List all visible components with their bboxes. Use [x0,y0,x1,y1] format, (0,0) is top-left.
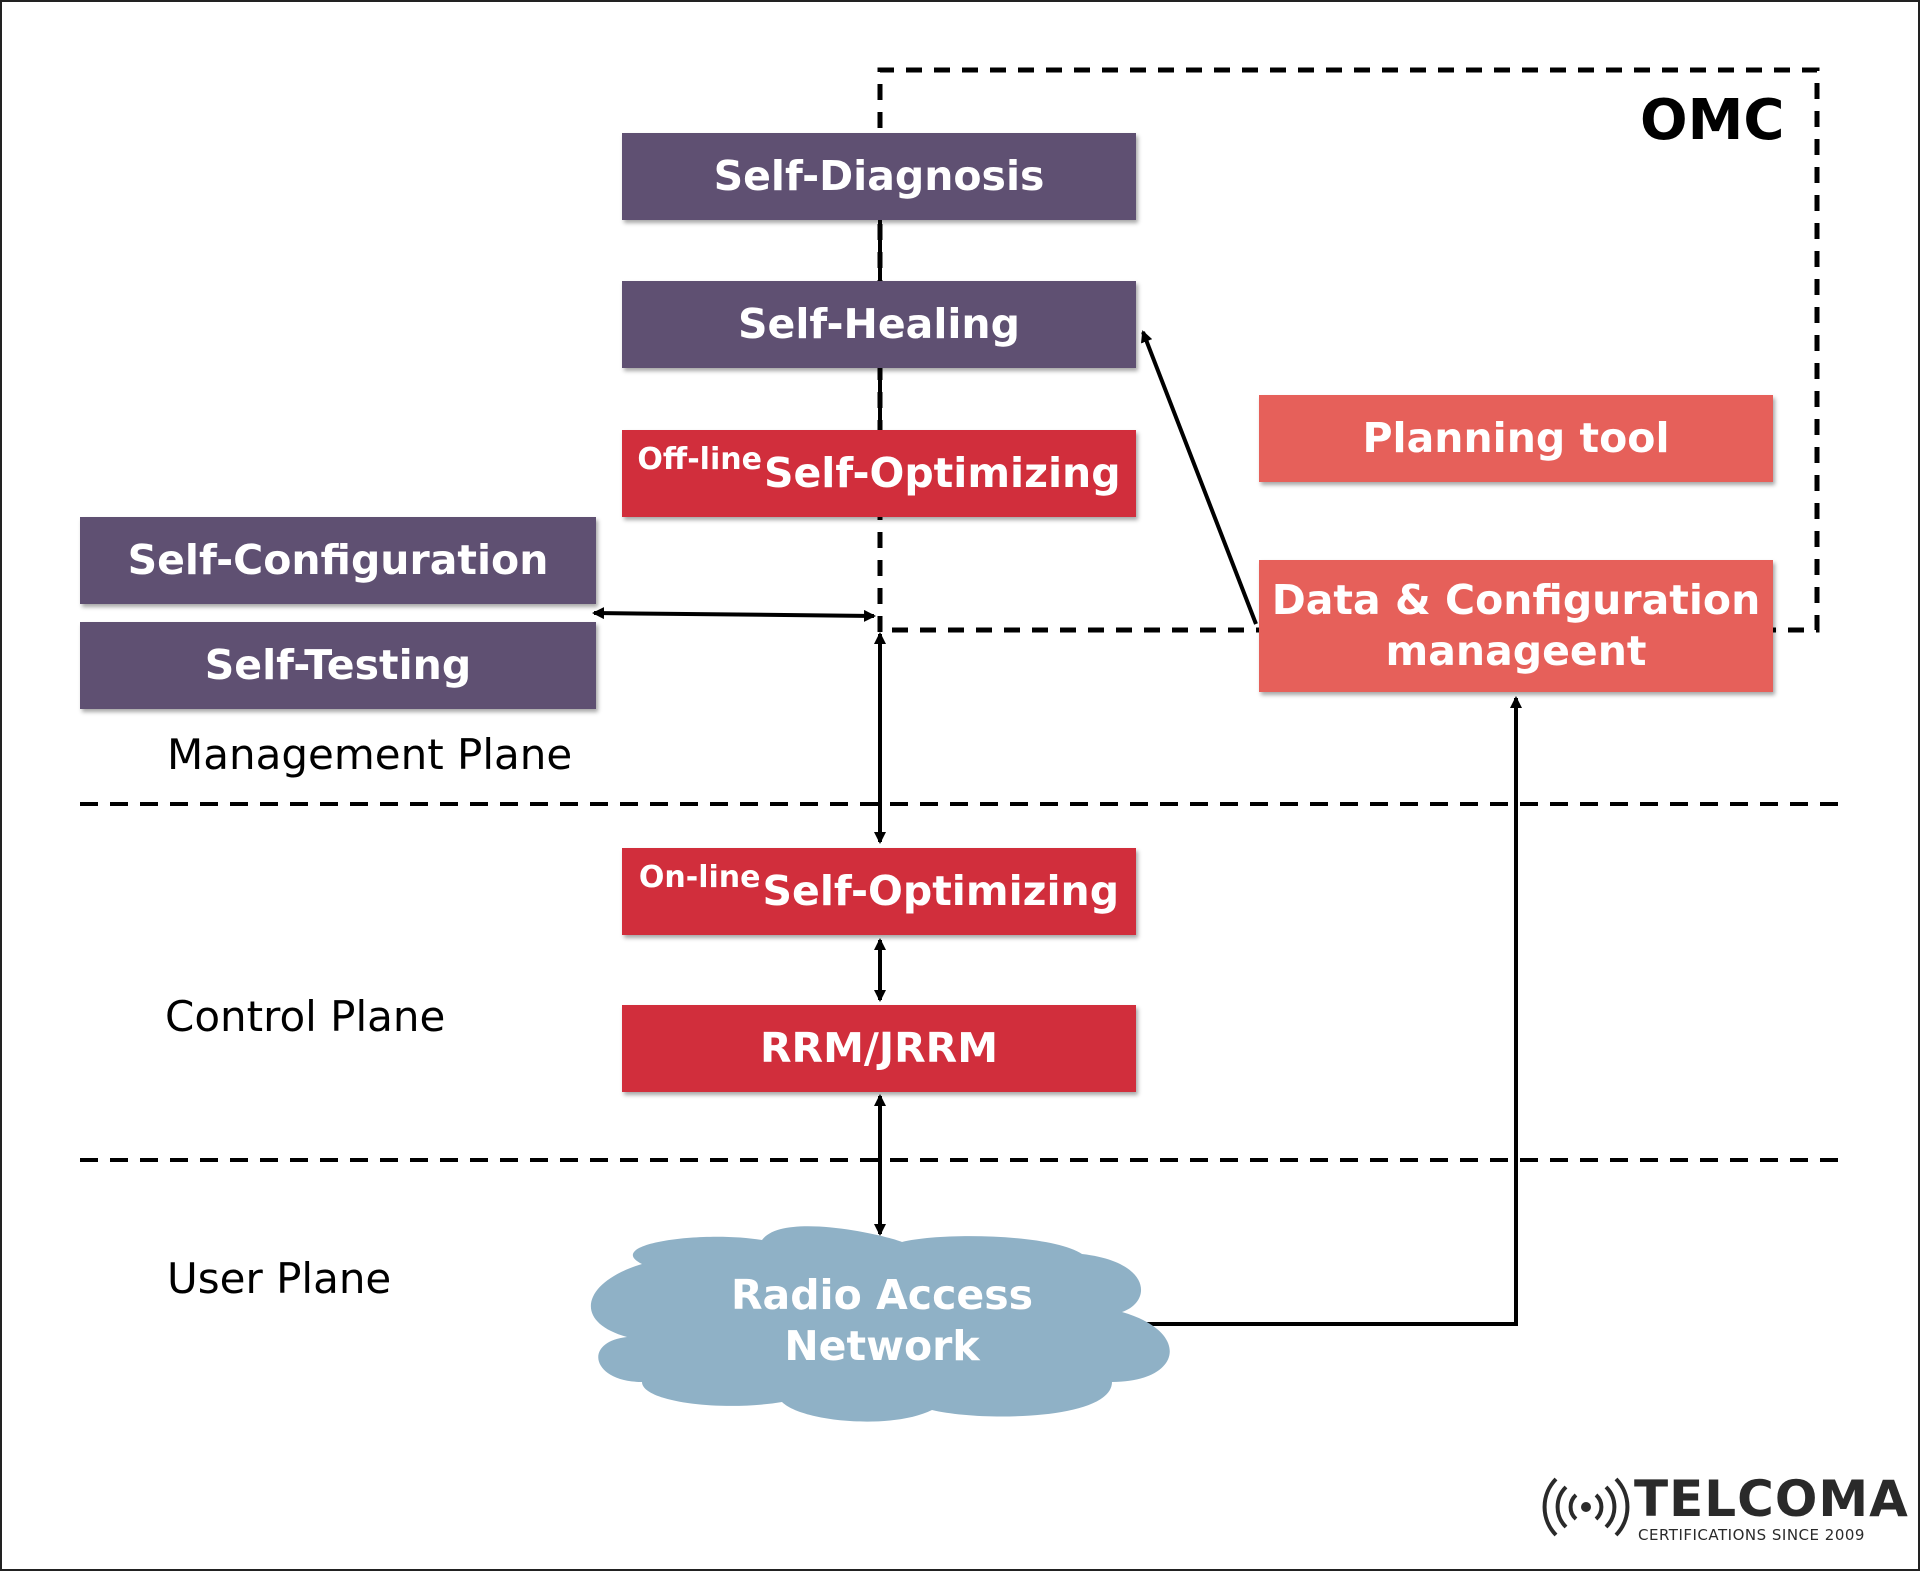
planning-tool-box[interactable]: Planning tool [1259,395,1773,482]
omc-label: OMC [1640,88,1785,153]
radio-access-network-label: Radio Access Network [682,1270,1082,1373]
self-testing-box[interactable]: Self-Testing [80,622,596,709]
ran-line2: Network [784,1322,980,1371]
self-diagnosis-label: Self-Diagnosis [713,151,1045,200]
online-self-optimizing-label: Self-Optimizing [762,866,1120,915]
management-plane-label: Management Plane [167,730,573,779]
self-configuration-label: Self-Configuration [127,535,549,584]
user-plane-label: User Plane [167,1254,392,1303]
data-config-line2: manageent [1385,627,1647,675]
online-prefix: On-line [638,859,761,895]
dcm-to-healing-arrow [1141,330,1258,625]
ran-line1: Radio Access [730,1271,1034,1319]
logo-tagline: CERTIFICATIONS SINCE 2009 [1638,1526,1865,1544]
self-diagnosis-box[interactable]: Self-Diagnosis [622,133,1136,220]
self-testing-label: Self-Testing [204,640,472,689]
offline-self-optimizing-label: Self-Optimizing [763,448,1121,497]
rrm-jrrm-label: RRM/JRRM [759,1023,999,1072]
self-healing-label: Self-Healing [738,299,1020,348]
signal-icon [1542,1477,1630,1537]
control-plane-label: Control Plane [165,992,446,1041]
data-config-line1: Data & Configuration [1271,575,1761,624]
rrm-jrrm-box[interactable]: RRM/JRRM [622,1005,1136,1092]
self-healing-box[interactable]: Self-Healing [622,281,1136,368]
data-configuration-management-box[interactable]: Data & Configuration manageent [1259,560,1773,692]
self-configuration-box[interactable]: Self-Configuration [80,517,596,604]
planning-tool-label: Planning tool [1362,413,1670,462]
offline-prefix: Off-line [637,441,762,477]
radio-access-network-cloud [590,1226,1170,1422]
logo-name: TELCOMA [1634,1470,1909,1528]
self-config-arrow [592,607,876,622]
ran-to-dcm-arrow [1142,696,1522,1326]
